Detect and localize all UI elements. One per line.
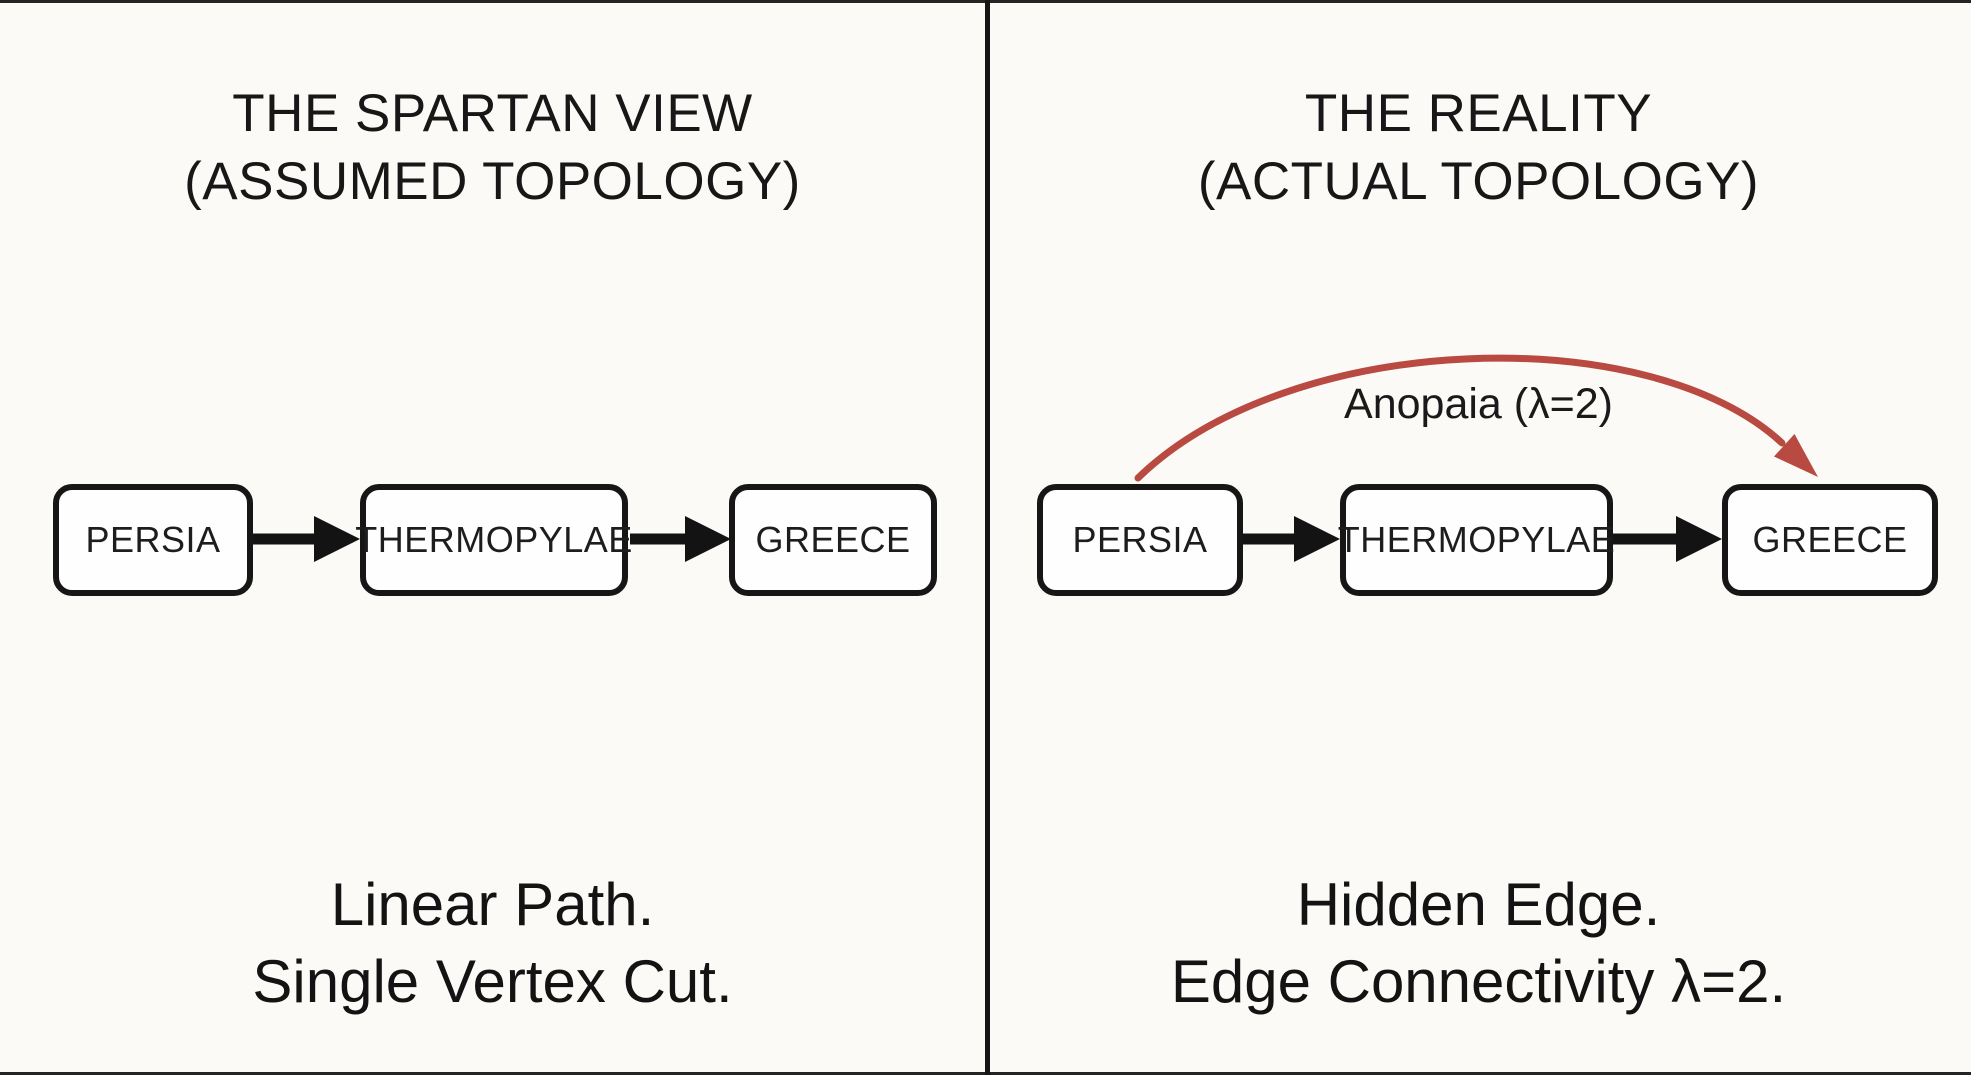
right-caption-line1: Hidden Edge.: [1296, 871, 1661, 938]
node-label: GREECE: [1752, 519, 1908, 560]
left-title-line1: THE SPARTAN VIEW: [232, 84, 753, 143]
left-panel-title: THE SPARTAN VIEW (ASSUMED TOPOLOGY): [0, 80, 985, 216]
flow-arrow-icon: [1613, 516, 1722, 562]
right-node-thermopylae: THERMOPYLAE: [1337, 484, 1616, 596]
node-label: THERMOPYLAE: [1337, 519, 1616, 560]
node-label: PERSIA: [85, 519, 221, 560]
left-caption: Linear Path. Single Vertex Cut.: [0, 866, 985, 1020]
flow-arrow-icon: [1243, 516, 1340, 562]
right-node-persia: PERSIA: [1037, 484, 1243, 596]
hidden-edge-label: Anopaia (λ=2): [1344, 380, 1613, 428]
left-node-greece: GREECE: [729, 484, 937, 596]
right-title-line1: THE REALITY: [1304, 84, 1653, 143]
right-caption-line2: Edge Connectivity λ=2.: [1170, 948, 1787, 1015]
right-caption: Hidden Edge. Edge Connectivity λ=2.: [986, 866, 1971, 1020]
left-node-thermopylae: THERMOPYLAE: [355, 484, 632, 596]
left-caption-line2: Single Vertex Cut.: [252, 948, 733, 1015]
node-label: THERMOPYLAE: [355, 519, 633, 560]
flow-arrow-icon: [630, 516, 731, 562]
right-node-greece: GREECE: [1722, 484, 1938, 596]
left-title-line2: (ASSUMED TOPOLOGY): [184, 152, 801, 211]
node-label: PERSIA: [1072, 519, 1208, 560]
panel-divider: [985, 0, 990, 1075]
left-node-persia: PERSIA: [53, 484, 253, 596]
flow-arrow-icon: [253, 516, 360, 562]
node-label: GREECE: [755, 519, 911, 560]
left-caption-line1: Linear Path.: [330, 871, 655, 938]
right-panel-title: THE REALITY (ACTUAL TOPOLOGY): [986, 80, 1971, 216]
right-title-line2: (ACTUAL TOPOLOGY): [1197, 152, 1760, 211]
